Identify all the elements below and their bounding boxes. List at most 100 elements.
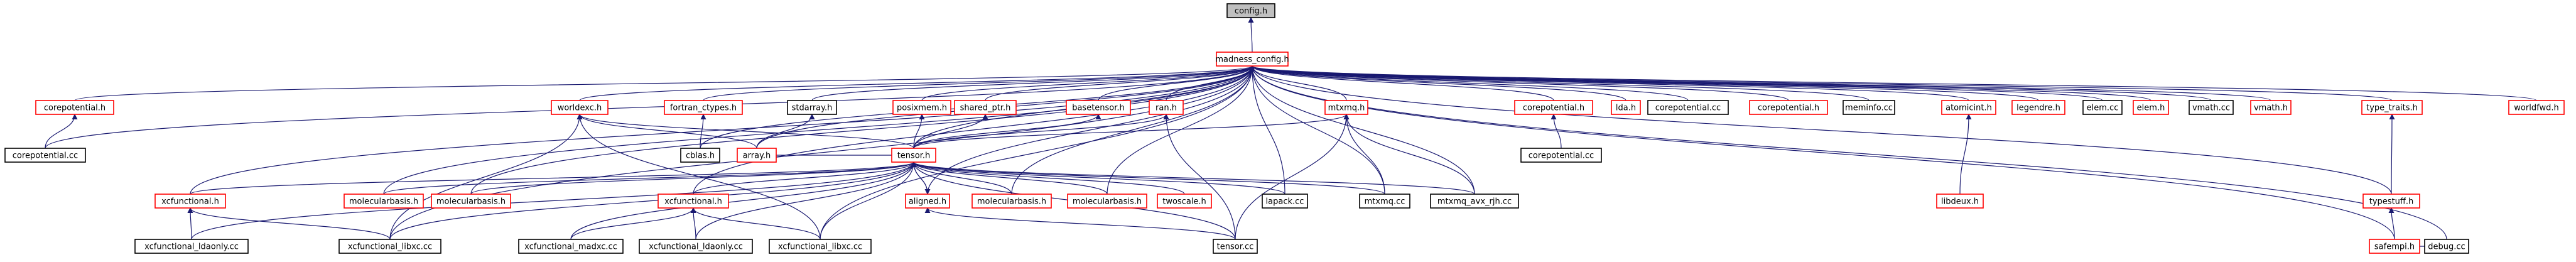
dependency-edge	[911, 161, 1185, 195]
node-label: vmath.h	[2254, 104, 2288, 113]
dependency-edge	[1107, 65, 1255, 195]
node-label: vmath.cc	[2192, 104, 2230, 113]
edge-line	[820, 161, 917, 240]
node-box	[1067, 194, 1147, 209]
node-label: config.h	[1235, 7, 1267, 16]
node-twoscale-h[interactable]: twoscale.h	[1157, 194, 1212, 209]
node-molecularbasis-h-1[interactable]: molecularbasis.h	[344, 194, 424, 209]
node-box	[1066, 100, 1131, 115]
node-box	[2133, 100, 2169, 115]
node-box	[1520, 148, 1602, 163]
node-molecularbasis-h-4[interactable]: molecularbasis.h	[1067, 194, 1147, 209]
dependency-edge	[811, 65, 1255, 101]
node-box	[1226, 3, 1275, 18]
node-tensor-cc[interactable]: tensor.cc	[1213, 239, 1258, 254]
dependency-edge	[700, 114, 706, 149]
node-safempi-h[interactable]: safempi.h	[2369, 239, 2420, 254]
edge-line	[1250, 65, 2393, 101]
node-box	[769, 239, 872, 254]
edge-line	[1249, 65, 2395, 240]
node-corepotential-h-3[interactable]: corepotential.h	[1749, 100, 1828, 115]
node-lapack-cc[interactable]: lapack.cc	[1262, 194, 1308, 209]
node-molecularbasis-h-2[interactable]: molecularbasis.h	[431, 194, 511, 209]
node-stdarray-h[interactable]: stdarray.h	[787, 100, 837, 115]
node-label: meminfo.cc	[1845, 104, 1893, 113]
edge-line	[700, 114, 706, 149]
node-debug-cc[interactable]: debug.cc	[2424, 239, 2469, 254]
node-corepotential-cc-2[interactable]: corepotential.cc	[1647, 100, 1729, 115]
node-ran-h[interactable]: ran.h	[1149, 100, 1184, 115]
node-array-h[interactable]: array.h	[737, 148, 777, 163]
node-basetensor-h[interactable]: basetensor.h	[1066, 100, 1131, 115]
node-mtxmq-h[interactable]: mtxmq.h	[1324, 100, 1368, 115]
node-posixmem-h[interactable]: posixmem.h	[892, 100, 951, 115]
node-xcfunctional-libxc-cc-2[interactable]: xcfunctional_libxc.cc	[769, 239, 872, 254]
edge-line	[911, 161, 1385, 195]
node-tensor-h[interactable]: tensor.h	[891, 148, 936, 163]
node-corepotential-h-2[interactable]: corepotential.h	[1514, 100, 1593, 115]
edge-line	[45, 114, 78, 149]
node-vmath-h[interactable]: vmath.h	[2250, 100, 2292, 115]
node-cblas-h[interactable]: cblas.h	[680, 148, 720, 163]
node-elem-cc[interactable]: elem.cc	[2082, 100, 2123, 115]
node-label: xcfunctional.h	[664, 197, 722, 207]
node-xcfunctional-libxc-cc-1[interactable]: xcfunctional_libxc.cc	[338, 239, 441, 254]
edge-layer	[45, 17, 2537, 249]
dependency-edge	[913, 114, 988, 149]
node-meminfo-cc[interactable]: meminfo.cc	[1843, 100, 1895, 115]
node-lda-h[interactable]: lda.h	[1611, 100, 1641, 115]
node-label: tensor.h	[897, 151, 931, 161]
node-xcfunctional-madxc-cc[interactable]: xcfunctional_madxc.cc	[518, 239, 624, 254]
edge-line	[187, 207, 391, 240]
node-label: ran.h	[1155, 104, 1177, 113]
dependency-edge	[1098, 65, 1255, 101]
node-libdeux-h[interactable]: libdeux.h	[1936, 194, 1984, 209]
node-label: twoscale.h	[1162, 197, 1206, 207]
node-label: corepotential.cc	[1655, 104, 1721, 113]
edge-line	[1249, 65, 2103, 101]
node-label: aligned.h	[909, 197, 946, 207]
node-molecularbasis-h-3[interactable]: molecularbasis.h	[971, 194, 1052, 209]
node-box	[2369, 239, 2420, 254]
node-label: molecularbasis.h	[977, 197, 1046, 207]
edge-line	[2389, 114, 2395, 195]
node-xcfunctional-ldaonly-cc-1[interactable]: xcfunctional_ldaonly.cc	[134, 239, 249, 254]
node-shared-ptr-h[interactable]: shared_ptr.h	[954, 100, 1017, 115]
node-xcfunctional-h-2[interactable]: xcfunctional.h	[658, 194, 729, 209]
dependency-edge	[1249, 65, 1626, 101]
dependency-edge	[913, 161, 931, 195]
node-worldfwd-h[interactable]: worldfwd.h	[2508, 100, 2565, 115]
node-xcfunctional-h-1[interactable]: xcfunctional.h	[154, 194, 226, 209]
dependency-edge	[1248, 17, 1254, 53]
node-corepotential-cc-1[interactable]: corepotential.cc	[4, 148, 86, 163]
edge-line	[570, 207, 696, 240]
node-corepotential-cc-3[interactable]: corepotential.cc	[1520, 148, 1602, 163]
dependency-edge	[579, 65, 1255, 101]
node-label: xcfunctional_ldaonly.cc	[144, 243, 239, 252]
node-worldexc-h[interactable]: worldexc.h	[551, 100, 609, 115]
node-xcfunctional-ldaonly-cc-2[interactable]: xcfunctional_ldaonly.cc	[639, 239, 753, 254]
node-aligned-h[interactable]: aligned.h	[905, 194, 950, 209]
dependency-edge	[911, 161, 1108, 195]
dependency-edge	[924, 207, 1236, 240]
dependency-edge	[45, 65, 1255, 149]
node-type-traits-h[interactable]: type_traits.h	[2361, 100, 2423, 115]
dependency-edge	[913, 114, 1169, 149]
node-fortran-ctypes-h[interactable]: fortran_ctypes.h	[664, 100, 743, 115]
node-box	[2189, 100, 2234, 115]
node-legendre-h[interactable]: legendre.h	[2011, 100, 2065, 115]
edge-line	[913, 114, 1101, 149]
node-vmath-cc[interactable]: vmath.cc	[2189, 100, 2234, 115]
node-corepotential-h-1[interactable]: corepotential.h	[35, 100, 114, 115]
node-mtxmq-cc[interactable]: mtxmq.cc	[1359, 194, 1410, 209]
node-box	[658, 194, 729, 209]
node-atomicint-h[interactable]: atomicint.h	[1941, 100, 1996, 115]
dependency-edge	[1249, 65, 2151, 101]
node-box	[891, 148, 936, 163]
node-typestuff-h[interactable]: typestuff.h	[2362, 194, 2420, 209]
node-elem-h[interactable]: elem.h	[2133, 100, 2169, 115]
node-mtxmq-avx-rjh-cc[interactable]: mtxmq_avx_rjh.cc	[1430, 194, 1519, 209]
dependency-edge	[389, 161, 917, 240]
node-madness-config-h[interactable]: madness_config.h	[1215, 52, 1289, 67]
